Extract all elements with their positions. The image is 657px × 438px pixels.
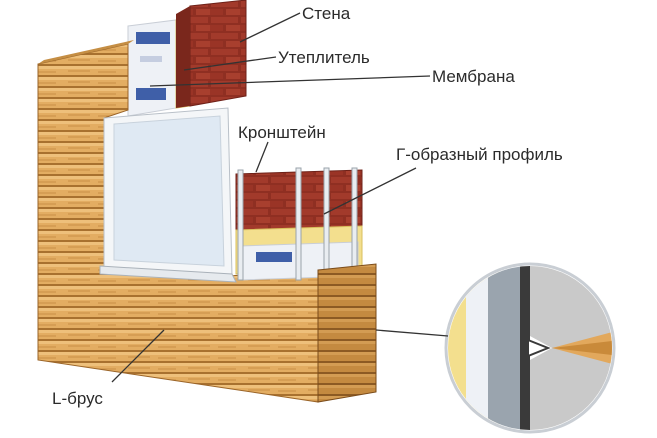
upper-layers — [127, 0, 247, 117]
leader-lines — [111, 12, 449, 383]
leader-beam — [111, 329, 165, 383]
leader-profile — [323, 167, 417, 215]
leader-wall — [239, 12, 301, 43]
leader-insulation — [183, 56, 277, 71]
cutaway-section — [235, 167, 377, 403]
wood-cladding-top-edge — [38, 40, 134, 64]
label-membrane: Мембрана — [432, 67, 515, 86]
brick-wall-side — [176, 6, 190, 108]
label-bracket: Кронштейн — [238, 123, 326, 142]
membrane-print-mark — [256, 252, 292, 262]
leader-magnifier — [375, 329, 449, 337]
window-sill — [99, 265, 237, 283]
profile-detail-magnifier — [444, 262, 616, 434]
window — [99, 107, 237, 283]
label-wall: Стена — [302, 4, 351, 23]
leader-membrane — [149, 75, 431, 87]
brick-wall-layer — [189, 0, 247, 107]
label-beam: L-брус — [52, 389, 103, 408]
label-insulation: Утеплитель — [278, 48, 370, 67]
cutaway-wood-side — [317, 263, 377, 403]
leader-bracket — [255, 141, 269, 173]
membrane-brand-print-icon — [136, 32, 170, 100]
label-profile: Г-образный профиль — [396, 145, 563, 164]
window-glass — [113, 115, 225, 267]
